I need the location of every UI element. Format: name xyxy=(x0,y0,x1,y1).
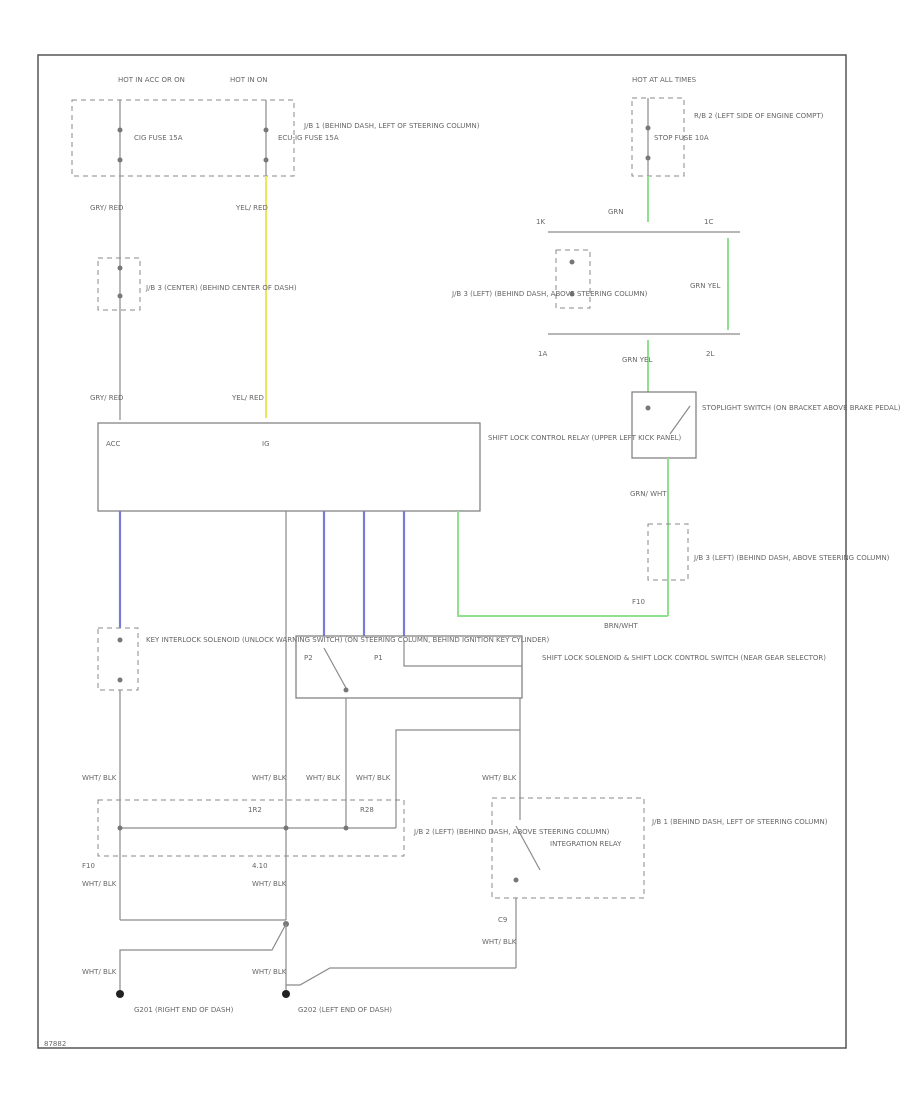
integration-relay-label: INTEGRATION RELAY xyxy=(550,840,622,848)
ecu-fuse-label: ECU-IG FUSE 15A xyxy=(278,134,339,142)
connector-1a: 1A xyxy=(538,350,547,358)
ground-g201-label: G201 (RIGHT END OF DASH) xyxy=(134,1006,234,1014)
wire-g202-join xyxy=(286,967,516,986)
connector-1k: 1K xyxy=(536,218,545,226)
wire-label-grn-wht: GRN/ WHT xyxy=(630,490,667,498)
jb3-left-upper-label: J/B 3 (LEFT) (BEHIND DASH, ABOVE STEERIN… xyxy=(451,290,648,298)
wire-label-yel-red-2: YEL/ RED xyxy=(231,394,264,402)
relay-pin-ig: IG xyxy=(262,440,270,448)
bus-splice xyxy=(283,825,289,831)
jb1-top-label: J/B 1 (BEHIND DASH, LEFT OF STEERING COL… xyxy=(303,122,480,130)
wire-label-yel-red: YEL/ RED xyxy=(235,204,268,212)
connector-1r2: 1R2 xyxy=(248,806,262,814)
shift-lock-relay-box xyxy=(97,422,481,512)
wire-label-wht-blk-5: WHT/ BLK xyxy=(482,774,517,782)
jb-center-label: J/B 3 (CENTER) (BEHIND CENTER OF DASH) xyxy=(145,284,297,292)
feed-label-acc: HOT IN ACC OR ON xyxy=(118,76,185,84)
wire-label-wht-blk-7: WHT/ BLK xyxy=(82,880,117,888)
rb2-box xyxy=(631,97,685,177)
shift-lock-solenoid-label: SHIFT LOCK SOLENOID & SHIFT LOCK CONTROL… xyxy=(542,654,826,662)
solenoid-terminal xyxy=(117,677,123,683)
wire-label-wht-blk-4: WHT/ BLK xyxy=(356,774,391,782)
key-interlock-label: KEY INTERLOCK SOLENOID (UNLOCK WARNING S… xyxy=(146,636,549,644)
connector-c9: C9 xyxy=(498,916,507,924)
switch-terminal xyxy=(645,405,651,411)
connector-2l: 2L xyxy=(706,350,714,358)
shift-lock-solenoid-box xyxy=(295,635,523,699)
integration-relay-contact xyxy=(515,825,541,871)
jb-terminal xyxy=(569,291,575,297)
jb2-left-lower-label: J/B 2 (LEFT) (BEHIND DASH, ABOVE STEERIN… xyxy=(413,828,610,836)
diagram-frame xyxy=(37,54,847,1049)
jb2-lower-box xyxy=(97,799,405,857)
relay-pin-acc: ACC xyxy=(106,440,121,448)
wire-label-wht-blk-3: WHT/ BLK xyxy=(306,774,341,782)
stop-fuse-label: STOP FUSE 10A xyxy=(654,134,709,142)
bus-splice xyxy=(343,825,349,831)
wire-g201 xyxy=(119,923,287,990)
fuse-terminal xyxy=(645,125,651,131)
cig-fuse-label: CIG FUSE 15A xyxy=(134,134,183,142)
jb1-top-box xyxy=(71,99,295,177)
stoplight-switch-box xyxy=(631,391,697,459)
jb3-mid-box xyxy=(647,523,689,581)
wire-label-wht-blk-6: WHT/ BLK xyxy=(482,938,517,946)
jb3-inner-box xyxy=(555,249,591,309)
wire-label-wht-blk-1: WHT/ BLK xyxy=(82,774,117,782)
connector-1c: 1C xyxy=(704,218,713,226)
fuse-terminal xyxy=(117,127,123,133)
stoplight-switch-label: STOPLIGHT SWITCH (ON BRACKET ABOVE BRAKE… xyxy=(702,404,900,412)
jb-terminal xyxy=(117,265,123,271)
switch-blade-p xyxy=(323,647,347,689)
ground-g202-label: G202 (LEFT END OF DASH) xyxy=(298,1006,392,1014)
feed-label-on: HOT IN ON xyxy=(230,76,268,84)
wire-solenoid-return xyxy=(395,698,521,828)
wire-solenoid-coil xyxy=(403,640,523,698)
fuse-terminal xyxy=(117,157,123,163)
jb3-left-mid-label: J/B 3 (LEFT) (BEHIND DASH, ABOVE STEERIN… xyxy=(693,554,890,562)
fuse-terminal xyxy=(645,155,651,161)
switch-p2-label: P2 xyxy=(304,654,313,662)
switch-blade xyxy=(669,405,691,435)
jb1-lower-box xyxy=(491,797,645,899)
wire-label-wht-blk-9: WHT/ BLK xyxy=(82,968,117,976)
wire-label-wht-blk-10: WHT/ BLK xyxy=(252,968,287,976)
switch-terminal xyxy=(343,687,349,693)
wire-label-gry-red-2: GRY/ RED xyxy=(90,394,123,402)
fuse-terminal xyxy=(263,127,269,133)
jb-center-box xyxy=(97,257,141,311)
wire-label-gry-red: GRY/ RED xyxy=(90,204,123,212)
wire-label-brn-wht: BRN/WHT xyxy=(604,622,638,630)
connector-f10-lower: F10 xyxy=(82,862,95,870)
green-wire-stoplight-return xyxy=(457,511,668,617)
switch-p1-label: P1 xyxy=(374,654,383,662)
diagram-id: 87882 xyxy=(44,1040,66,1048)
shift-lock-relay-label: SHIFT LOCK CONTROL RELAY (UPPER LEFT KIC… xyxy=(488,434,682,442)
solenoid-terminal xyxy=(117,637,123,643)
fuse-terminal xyxy=(263,157,269,163)
wire-label-grn: GRN xyxy=(608,208,624,216)
jb-terminal xyxy=(117,293,123,299)
connector-f10: F10 xyxy=(632,598,645,606)
connector-r28: R28 xyxy=(360,806,374,814)
jb-terminal xyxy=(569,259,575,265)
bus-splice xyxy=(117,825,123,831)
wire-label-wht-blk-2: WHT/ BLK xyxy=(252,774,287,782)
jb1-lower-label: J/B 1 (BEHIND DASH, LEFT OF STEERING COL… xyxy=(651,818,828,826)
relay-terminal xyxy=(513,877,519,883)
connector-4-10: 4.10 xyxy=(252,862,268,870)
key-interlock-box xyxy=(97,627,139,691)
rb2-label: R/B 2 (LEFT SIDE OF ENGINE COMPT) xyxy=(694,112,824,120)
ground-point-g202 xyxy=(282,990,290,998)
wire-label-grn-yel: GRN YEL xyxy=(690,282,720,290)
wire-label-wht-blk-8: WHT/ BLK xyxy=(252,880,287,888)
ground-point-g201 xyxy=(116,990,124,998)
feed-label-all-times: HOT AT ALL TIMES xyxy=(632,76,697,84)
wire-label-grn-yel-2: GRN YEL xyxy=(622,356,652,364)
